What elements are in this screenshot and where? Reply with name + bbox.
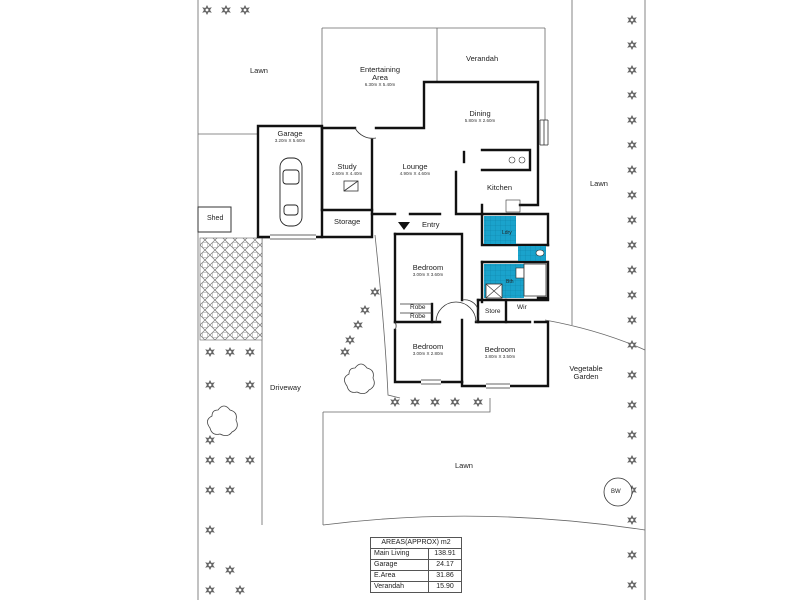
dining-label: Dining 5.80m X 2.60m bbox=[460, 110, 500, 124]
dining-name: Dining bbox=[469, 109, 491, 118]
bw-label: BW bbox=[611, 489, 621, 495]
driveway-label: Driveway bbox=[270, 383, 301, 392]
study-name: Study bbox=[337, 162, 357, 171]
lawn-right-label: Lawn bbox=[590, 179, 608, 188]
bedroom1-dims: 3.00m X 3.60m bbox=[412, 272, 444, 277]
areas-header-row: AREAS(APPROX) m2 bbox=[370, 537, 462, 549]
house-walls bbox=[256, 80, 550, 388]
area-label: Main Living bbox=[370, 548, 429, 560]
bedroom3-name: Bedroom bbox=[484, 345, 516, 354]
kitchen-label: Kitchen bbox=[487, 183, 513, 192]
area-label: E.Area bbox=[370, 570, 429, 582]
bedroom1-name: Bedroom bbox=[412, 263, 444, 272]
entertaining-area-name: Entertaining Area bbox=[359, 65, 401, 82]
entertaining-area-dims: 6.30m X 5.40m bbox=[364, 82, 396, 87]
bedroom2-name: Bedroom bbox=[412, 342, 444, 351]
fridge-icon bbox=[505, 199, 521, 213]
lounge-name: Lounge bbox=[402, 162, 428, 171]
area-value: 24.17 bbox=[428, 559, 462, 571]
bathtub-icon bbox=[523, 263, 547, 297]
study-label: Study 2.60m X 4.40m bbox=[328, 163, 366, 177]
robe1-label: Robe bbox=[410, 304, 426, 311]
bath-label: Bth bbox=[506, 279, 514, 285]
vanity-icon bbox=[515, 267, 525, 279]
garage-label: Garage 3.20m X 5.60m bbox=[270, 130, 310, 144]
table-row: Garage 24.17 bbox=[370, 559, 462, 571]
verandah-label: Verandah bbox=[466, 54, 499, 63]
entry-label: Entry bbox=[422, 220, 440, 229]
bedroom2-dims: 3.00m X 2.80m bbox=[412, 351, 444, 356]
shed bbox=[197, 206, 232, 233]
interior-lines bbox=[270, 119, 549, 389]
areas-table: AREAS(APPROX) m2 Main Living 138.91 Gara… bbox=[370, 537, 462, 593]
bedroom3-dims: 3.80m X 3.50m bbox=[484, 354, 516, 359]
area-value: 15.90 bbox=[428, 581, 462, 593]
table-row: Main Living 138.91 bbox=[370, 548, 462, 560]
store-label: Store bbox=[485, 308, 501, 315]
lounge-label: Lounge 4.90m X 4.60m bbox=[394, 163, 436, 177]
toilet-floor bbox=[518, 246, 546, 261]
laundry-floor bbox=[484, 216, 516, 244]
toilet-icon bbox=[535, 249, 545, 257]
sink-icon bbox=[508, 156, 516, 164]
vegetable-garden-label: Vegetable Garden bbox=[569, 364, 603, 381]
areas-header: AREAS(APPROX) m2 bbox=[370, 537, 462, 549]
entry-arrow-icon bbox=[398, 222, 410, 230]
cooktop-icon bbox=[518, 156, 526, 164]
study-dims: 2.60m X 4.40m bbox=[331, 171, 363, 176]
paving bbox=[199, 237, 263, 341]
dining-dims: 5.80m X 2.60m bbox=[464, 118, 496, 123]
table-row: Verandah 15.90 bbox=[370, 581, 462, 593]
garage-dims: 3.20m X 5.60m bbox=[274, 138, 306, 143]
area-label: Verandah bbox=[370, 581, 429, 593]
tree-icon bbox=[207, 363, 375, 436]
shed-label: Shed bbox=[207, 215, 224, 222]
area-value: 138.91 bbox=[428, 548, 462, 560]
table-row: E.Area 31.86 bbox=[370, 570, 462, 582]
lounge-dims: 4.90m X 4.60m bbox=[399, 171, 431, 176]
storage-label: Storage bbox=[334, 217, 361, 226]
garage-name: Garage bbox=[277, 129, 303, 138]
lawn-top-left-label: Lawn bbox=[250, 66, 268, 75]
bedroom3-label: Bedroom 3.80m X 3.50m bbox=[480, 346, 520, 360]
site-boundary bbox=[197, 0, 646, 600]
laundry-label: Ldry bbox=[502, 230, 512, 236]
robe2-label: Robe bbox=[410, 313, 426, 320]
bedroom1-label: Bedroom 3.00m X 3.60m bbox=[408, 264, 448, 278]
wir-label: Wir bbox=[517, 304, 527, 311]
entertaining-area-label: Entertaining Area 6.30m X 5.40m bbox=[355, 66, 405, 88]
area-value: 31.86 bbox=[428, 570, 462, 582]
area-label: Garage bbox=[370, 559, 429, 571]
car-icon bbox=[279, 157, 303, 227]
bw-marker bbox=[603, 477, 633, 507]
bedroom2-label: Bedroom 3.00m X 2.80m bbox=[408, 343, 448, 357]
lawn-bottom-label: Lawn bbox=[455, 461, 473, 470]
